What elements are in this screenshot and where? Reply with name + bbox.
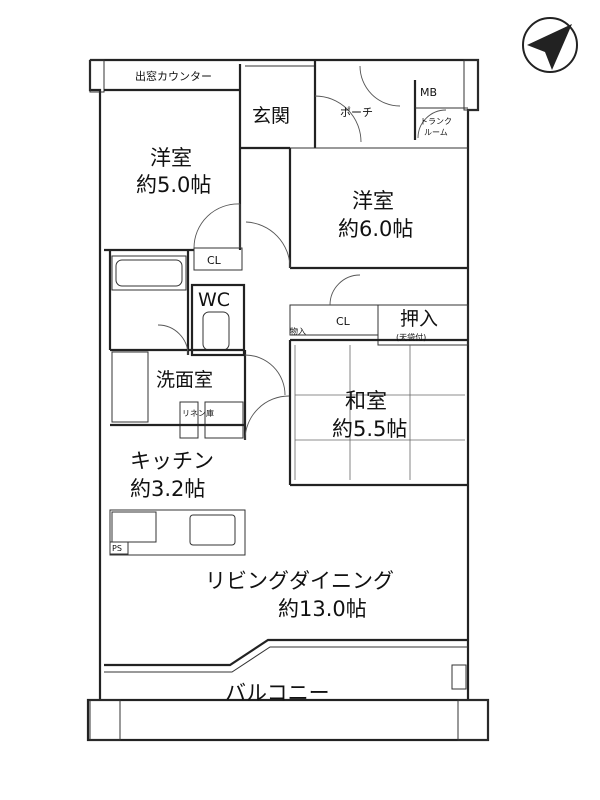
balcony-outline [86, 698, 490, 742]
ldk-size: 約13.0帖 [278, 597, 367, 621]
youshitsu-b-name: 洋室 [352, 189, 394, 213]
demado-counter-label: 出窓カウンター [135, 69, 212, 83]
youshitsu-b-size: 約6.0帖 [338, 217, 413, 241]
tatami-pattern [294, 345, 465, 480]
trunk-room-label-1: トランク [420, 117, 452, 126]
senmenjo-label: 洗面室 [156, 369, 213, 391]
washitsu-size: 約5.5帖 [332, 417, 407, 441]
oshiire-label: 押入 [400, 308, 438, 330]
mb-label: MB [420, 86, 437, 99]
genkan-label: 玄関 [252, 105, 290, 127]
interior-walls [104, 60, 469, 673]
youshitsu-a-size: 約5.0帖 [136, 173, 211, 197]
north-arrow-icon [522, 17, 578, 73]
wc-label: WC [198, 289, 230, 311]
porch-label: ポーチ [340, 106, 373, 119]
cl-2-label: CL [336, 315, 351, 328]
youshitsu-a-name: 洋室 [150, 146, 192, 170]
monoire-label: 物入 [290, 326, 306, 336]
cl-1-label: CL [207, 254, 222, 267]
linen-label: リネン庫 [182, 408, 214, 418]
balcony-label: バルコニー [225, 681, 330, 705]
kitchen-name: キッチン [130, 449, 214, 473]
washitsu-name: 和室 [345, 389, 387, 413]
door-swings [157, 65, 447, 441]
ldk-name: リビングダイニング [205, 569, 394, 593]
ps-label: PS [112, 544, 122, 553]
trunk-room-label-2: ルーム [424, 128, 448, 137]
kitchen-size: 約3.2帖 [130, 477, 205, 501]
oshiire-note: (天袋付) [396, 332, 426, 342]
